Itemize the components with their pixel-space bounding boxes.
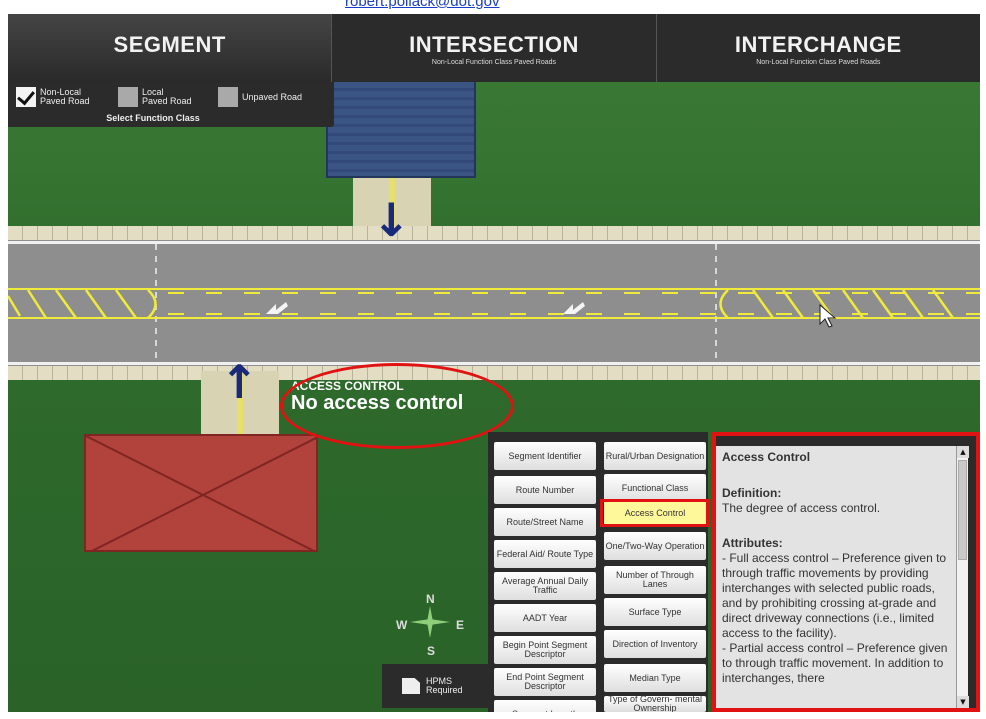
btn-end-point[interactable]: End Point Segment Descriptor — [494, 668, 596, 696]
attributes-text: - Full access control – Preference given… — [722, 551, 948, 685]
attributes-label: Attributes: — [722, 536, 783, 550]
option-label-line1: Local — [142, 87, 164, 97]
road — [8, 240, 980, 366]
btn-through-lanes[interactable]: Number of Through Lanes — [604, 566, 706, 594]
bottom-driveway — [201, 371, 279, 441]
option-label-line2: Paved Road — [142, 96, 192, 106]
option-label: Unpaved Road — [242, 91, 303, 102]
definition-text: The degree of access control. — [722, 501, 881, 515]
option-label-line2: Paved Road — [40, 96, 90, 106]
option-label-line1: Non-Local — [40, 87, 82, 97]
tab-interchange-subtitle: Non-Local Function Class Paved Roads — [756, 59, 881, 66]
tab-interchange-title: INTERCHANGE — [734, 32, 902, 57]
sidewalk-top — [8, 226, 980, 240]
app-frame: ↓ ↑ ACCESS CONTROL No access control SEG… — [8, 14, 980, 712]
arrow-down-icon: ↓ — [372, 193, 411, 247]
highlight-ellipse — [280, 363, 514, 449]
btn-aadt[interactable]: Average Annual Daily Traffic — [494, 572, 596, 600]
btn-begin-point[interactable]: Begin Point Segment Descriptor — [494, 636, 596, 664]
scroll-down-icon[interactable]: ▼ — [957, 696, 969, 708]
info-scrollbar[interactable]: ▲ ▼ — [956, 446, 969, 708]
btn-route-street-name[interactable]: Route/Street Name — [494, 508, 596, 536]
hpms-line2: Required — [426, 685, 463, 695]
btn-federal-aid[interactable]: Federal Aid/ Route Type — [494, 540, 596, 568]
btn-one-two-way[interactable]: One/Two-Way Operation — [604, 532, 706, 560]
info-panel: Access Control Definition: The degree of… — [716, 446, 956, 708]
btn-segment-length[interactable]: Segment Length — [494, 700, 596, 712]
tab-intersection[interactable]: INTERSECTION Non-Local Function Class Pa… — [332, 14, 657, 82]
btn-govt-ownership[interactable]: Type of Govern- mental Ownership — [604, 695, 706, 712]
tab-segment-title: SEGMENT — [113, 32, 226, 57]
btn-access-control[interactable]: Access Control — [604, 500, 706, 526]
scroll-up-icon[interactable]: ▲ — [957, 446, 969, 458]
sidewalk-bottom — [8, 366, 980, 380]
btn-segment-identifier[interactable]: Segment Identifier — [494, 442, 596, 470]
checkbox-unchecked-icon[interactable] — [118, 87, 138, 107]
scroll-thumb[interactable] — [958, 460, 967, 560]
bottom-building — [84, 434, 318, 552]
btn-rural-urban[interactable]: Rural/Urban Designation — [604, 442, 706, 470]
btn-aadt-year[interactable]: AADT Year — [494, 604, 596, 632]
hpms-required-icon — [402, 678, 420, 694]
function-class-title: Select Function Class — [106, 113, 200, 123]
compass-w: W — [396, 618, 408, 632]
hpms-line1: HPMS — [426, 676, 453, 686]
email-link[interactable]: robert.pollack@dot.gov — [345, 0, 500, 10]
road-markings — [8, 244, 980, 362]
checkbox-checked-icon[interactable] — [16, 87, 36, 107]
compass: N W E S — [394, 592, 464, 672]
tab-intersection-title: INTERSECTION — [409, 32, 579, 57]
top-strip: robert.pollack@dot.gov — [0, 0, 986, 14]
info-panel-highlight — [712, 432, 980, 712]
top-building — [326, 80, 476, 178]
compass-rose-icon — [410, 606, 450, 638]
selected-button-highlight — [600, 499, 709, 527]
tab-segment[interactable]: SEGMENT — [8, 14, 333, 82]
tab-bar: SEGMENT INTERSECTION Non-Local Function … — [8, 14, 980, 82]
btn-surface-type[interactable]: Surface Type — [604, 598, 706, 626]
tab-intersection-subtitle: Non-Local Function Class Paved Roads — [431, 59, 557, 66]
definition-label: Definition: — [722, 486, 782, 500]
btn-median-type[interactable]: Median Type — [604, 664, 706, 692]
compass-n: N — [426, 592, 435, 606]
compass-e: E — [456, 618, 465, 632]
checkbox-unchecked-icon[interactable] — [218, 87, 238, 107]
compass-s: S — [427, 644, 436, 658]
tab-interchange[interactable]: INTERCHANGE Non-Local Function Class Pav… — [657, 14, 980, 82]
btn-functional-class[interactable]: Functional Class — [604, 474, 706, 502]
option-unpaved[interactable]: Unpaved Road — [218, 86, 302, 108]
arrow-up-icon: ↑ — [220, 355, 259, 409]
btn-route-number[interactable]: Route Number — [494, 476, 596, 504]
btn-direction-inventory[interactable]: Direction of Inventory — [604, 630, 706, 658]
info-title: Access Control — [722, 450, 811, 464]
